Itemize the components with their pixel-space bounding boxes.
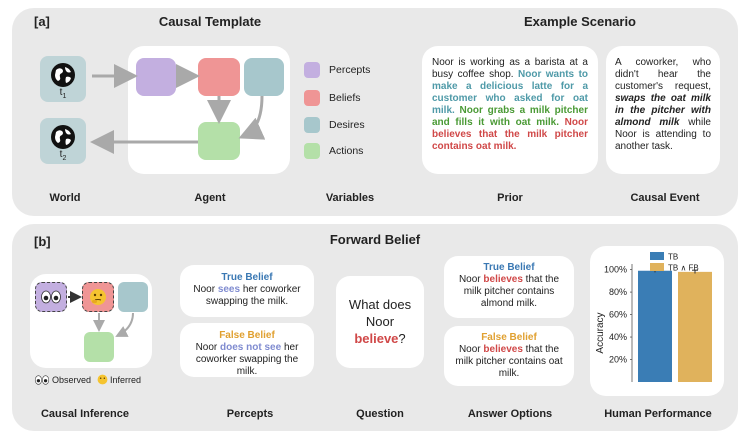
ci-desires-node [118, 282, 148, 312]
y-tick-label: 80% [609, 287, 627, 297]
thinking-face-icon [90, 289, 106, 305]
answer-false-card: False Belief Noor believes that the milk… [444, 326, 574, 386]
bar-tb-and-fb [678, 271, 712, 382]
legend-swatch [650, 252, 664, 260]
question-label: Question [356, 408, 404, 420]
actions-swatch [304, 143, 320, 159]
ci-actions-node [84, 332, 114, 362]
legend-actions: Actions [304, 143, 363, 159]
answer-true-text: Noor believes that the milk pitcher cont… [458, 274, 560, 309]
y-axis-label: Accuracy [595, 312, 606, 353]
event-sentence-2: swaps the oat milk in the pitcher with a… [615, 93, 711, 128]
legend-label: TB [668, 253, 678, 262]
causal-event-card: A coworker, who didn't hear the customer… [606, 46, 720, 174]
percepts-true-text: Noor sees her coworker swapping the milk… [193, 284, 301, 307]
prior-label: Prior [497, 192, 523, 204]
percepts-true-title: True Belief [221, 272, 273, 283]
world-t2-box: t2 [40, 118, 86, 164]
answer-false-text: Noor believes that the milk pitcher cont… [455, 344, 563, 379]
world-label: World [49, 192, 81, 204]
inferred-beliefs-node [82, 282, 114, 312]
globe-icon [51, 63, 75, 87]
legend-beliefs: Beliefs [304, 90, 361, 106]
beliefs-node [198, 58, 240, 96]
legend-desires: Desires [304, 117, 365, 133]
legend-label: TB ∧ FB [668, 264, 699, 273]
bar-tb [638, 270, 672, 382]
legend-swatch [650, 263, 664, 271]
answer-true-card: True Belief Noor believes that the milk … [444, 256, 574, 318]
percepts-false-title: False Belief [219, 330, 275, 341]
example-scenario-title: Example Scenario [524, 14, 636, 29]
causal-event-label: Causal Event [630, 192, 700, 204]
prior-card: Noor is working as a barista at a busy c… [422, 46, 598, 174]
desires-swatch [304, 117, 320, 133]
y-tick-label: 40% [609, 332, 627, 342]
ci-legend: Observed Inferred [34, 374, 141, 385]
thinking-face-icon [97, 374, 108, 385]
answer-true-title: True Belief [483, 262, 535, 273]
question-card: What does Noor believe? [336, 276, 424, 368]
beliefs-swatch [304, 90, 320, 106]
actions-node [198, 122, 240, 160]
prior-sentence-1: Noor is working as a barista at a busy c… [432, 57, 588, 80]
causal-template-title: Causal Template [158, 14, 262, 29]
inferred-label: Inferred [110, 374, 142, 385]
prior-sentence-4: Noor believes that the milk pitcher cont… [432, 117, 588, 152]
answer-options-label: Answer Options [467, 408, 553, 420]
legend-percepts: Percepts [304, 62, 370, 78]
answer-false-title: False Belief [481, 332, 537, 343]
question-verb: believe [354, 331, 399, 346]
observed-percepts-node [35, 282, 67, 312]
y-tick-label: 60% [609, 310, 627, 320]
eyes-icon [34, 374, 50, 385]
forward-belief-title: Forward Belief [329, 232, 421, 247]
world-t1-label: t1 [59, 87, 67, 100]
prior-sentence-3: Noor grabs a milk pitcher and fills it w… [432, 105, 588, 128]
observed-label: Observed [52, 374, 92, 385]
world-t2-label: t2 [59, 149, 67, 162]
percepts-swatch [304, 62, 320, 78]
panel-a-tag: [a] [34, 14, 50, 29]
world-t1-box: t1 [40, 56, 86, 102]
y-tick-label: 100% [604, 265, 627, 275]
human-performance-chart: 20% 40% 60% 80% 100% Accuracy TB TB ∧ FB [595, 252, 712, 382]
desires-node [244, 58, 284, 96]
event-sentence-3: while Noor is attending to another task. [615, 117, 711, 152]
globe-icon [51, 125, 75, 149]
causal-inference-label: Causal Inference [40, 408, 130, 420]
question-text: What does Noor [348, 297, 412, 329]
percepts-label: Percepts [226, 408, 274, 420]
human-performance-label: Human Performance [604, 408, 712, 420]
panel-b-tag: [b] [34, 234, 51, 249]
prior-sentence-2: Noor wants to make a delicious latte for… [432, 69, 589, 116]
percepts-false-text: Noor does not see her coworker swapping … [195, 342, 299, 377]
agent-label: Agent [194, 192, 226, 204]
percepts-node [136, 58, 176, 96]
percepts-true-card: True Belief Noor sees her coworker swapp… [180, 265, 314, 317]
eyes-icon [41, 290, 61, 304]
percepts-false-card: False Belief Noor does not see her cowor… [180, 323, 314, 377]
event-sentence-1: A coworker, who didn't hear the customer… [615, 57, 711, 92]
variables-label: Variables [325, 192, 375, 204]
y-tick-label: 20% [609, 355, 627, 365]
